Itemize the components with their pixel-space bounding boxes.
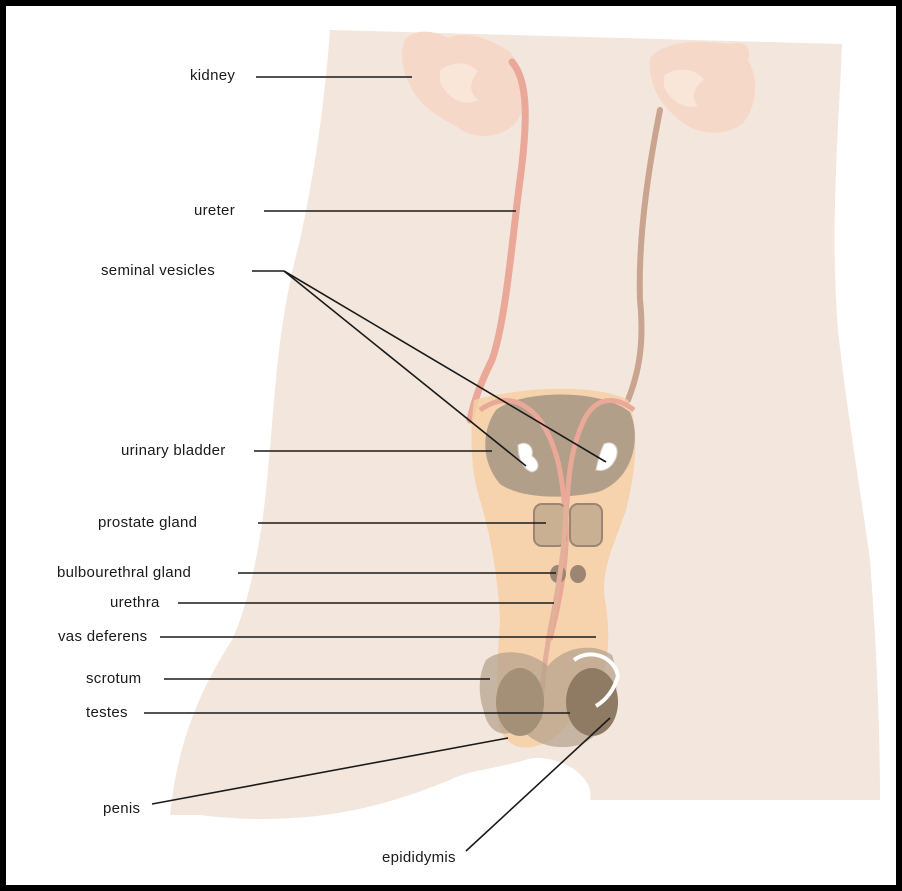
urethra-label: urethra [110, 594, 160, 612]
penis-label: penis [103, 800, 140, 818]
ureter-label: ureter [194, 202, 235, 220]
urinary-bladder-label: urinary bladder [121, 442, 226, 460]
prostate-gland-right-lobe [570, 504, 602, 546]
prostate-gland-left-lobe [534, 504, 566, 546]
epididymis-label: epididymis [382, 849, 456, 867]
prostate-gland-label: prostate gland [98, 514, 197, 532]
vas-deferens-label: vas deferens [58, 628, 147, 646]
scrotum-label: scrotum [86, 670, 141, 688]
seminal-vesicles-label: seminal vesicles [101, 262, 215, 280]
kidney-label: kidney [190, 67, 235, 85]
testes-label: testes [86, 704, 128, 722]
bulbourethral-gland-right-shape [570, 565, 586, 583]
left-testis-shape [496, 668, 544, 736]
bulbourethral-gland-label: bulbourethral gland [57, 564, 191, 582]
right-testis-shape [566, 668, 618, 736]
